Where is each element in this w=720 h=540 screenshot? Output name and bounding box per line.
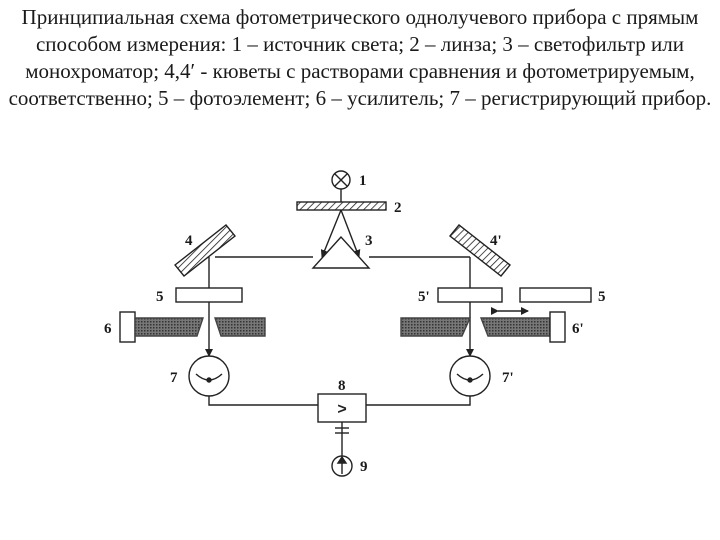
amplifier-8: [317, 393, 367, 423]
photocell-left: [175, 287, 243, 303]
label-3: 3: [365, 233, 373, 249]
label-6-prime: 6': [572, 321, 584, 337]
slit-block-right-b: [479, 317, 551, 337]
label-8: 8: [338, 378, 346, 394]
label-5-right: 5: [598, 289, 606, 305]
amplifier-left: [119, 311, 136, 343]
cuvette-left: [174, 224, 236, 277]
label-1: 1: [359, 173, 367, 189]
lens: [296, 201, 387, 211]
label-7: 7: [170, 370, 178, 386]
meter-left-icon: [188, 355, 230, 397]
photocell-5-prime: [437, 287, 503, 303]
recorder-icon: [331, 455, 353, 477]
meter-right-icon: [449, 355, 491, 397]
figure-caption: Принципиальная схема фотометрического од…: [8, 5, 712, 110]
light-source-icon: [331, 170, 351, 190]
label-4: 4: [185, 233, 193, 249]
label-9: 9: [360, 459, 368, 475]
label-5-prime: 5': [418, 289, 430, 305]
label-6: 6: [104, 321, 112, 337]
amplifier-right: [549, 311, 566, 343]
label-2: 2: [394, 200, 402, 216]
slit-block-right-a: [400, 317, 472, 337]
photocell-right: [519, 287, 592, 303]
amplifier-symbol: >: [337, 401, 346, 418]
prism-monochromator: [311, 235, 371, 269]
label-4-prime: 4': [490, 233, 502, 249]
slit-block-left-b: [214, 317, 266, 337]
slit-block-left-a: [134, 317, 204, 337]
label-5-left: 5: [156, 289, 164, 305]
label-7-prime: 7': [502, 370, 514, 386]
cuvette-right: [449, 224, 511, 277]
